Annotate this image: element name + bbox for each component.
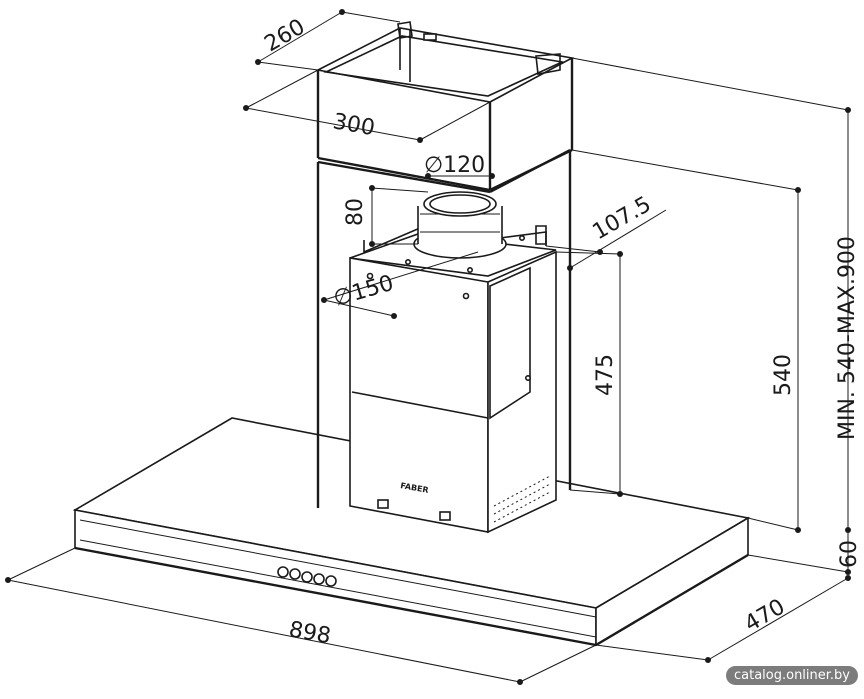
control-button-5 bbox=[325, 575, 337, 587]
motor-housing: FABER bbox=[349, 225, 557, 534]
dim-chimney-height: 540 bbox=[771, 354, 796, 396]
control-button-1 bbox=[277, 566, 289, 578]
dim-chimney-range: MIN. 540-MAX.900 bbox=[835, 236, 860, 440]
dim-depth-top: 260 bbox=[261, 15, 310, 58]
control-button-4 bbox=[313, 573, 325, 585]
dim-hood-width: 898 bbox=[287, 617, 333, 649]
control-panel bbox=[277, 566, 337, 587]
control-button-2 bbox=[289, 568, 301, 580]
dim-canopy-height: 60 bbox=[837, 540, 862, 568]
dim-width-top: 300 bbox=[331, 109, 377, 141]
dim-hood-depth: 470 bbox=[741, 595, 790, 638]
dim-duct-height: 80 bbox=[343, 198, 368, 226]
control-button-3 bbox=[301, 571, 313, 583]
dim-motor-height: 475 bbox=[593, 354, 618, 396]
dim-duct-diameter: ∅120 bbox=[424, 153, 485, 178]
duct-collar bbox=[413, 191, 507, 259]
watermark: catalog.onliner.by bbox=[725, 666, 858, 685]
dim-offset: 107.5 bbox=[589, 192, 656, 245]
dimension-lines bbox=[5, 9, 851, 685]
